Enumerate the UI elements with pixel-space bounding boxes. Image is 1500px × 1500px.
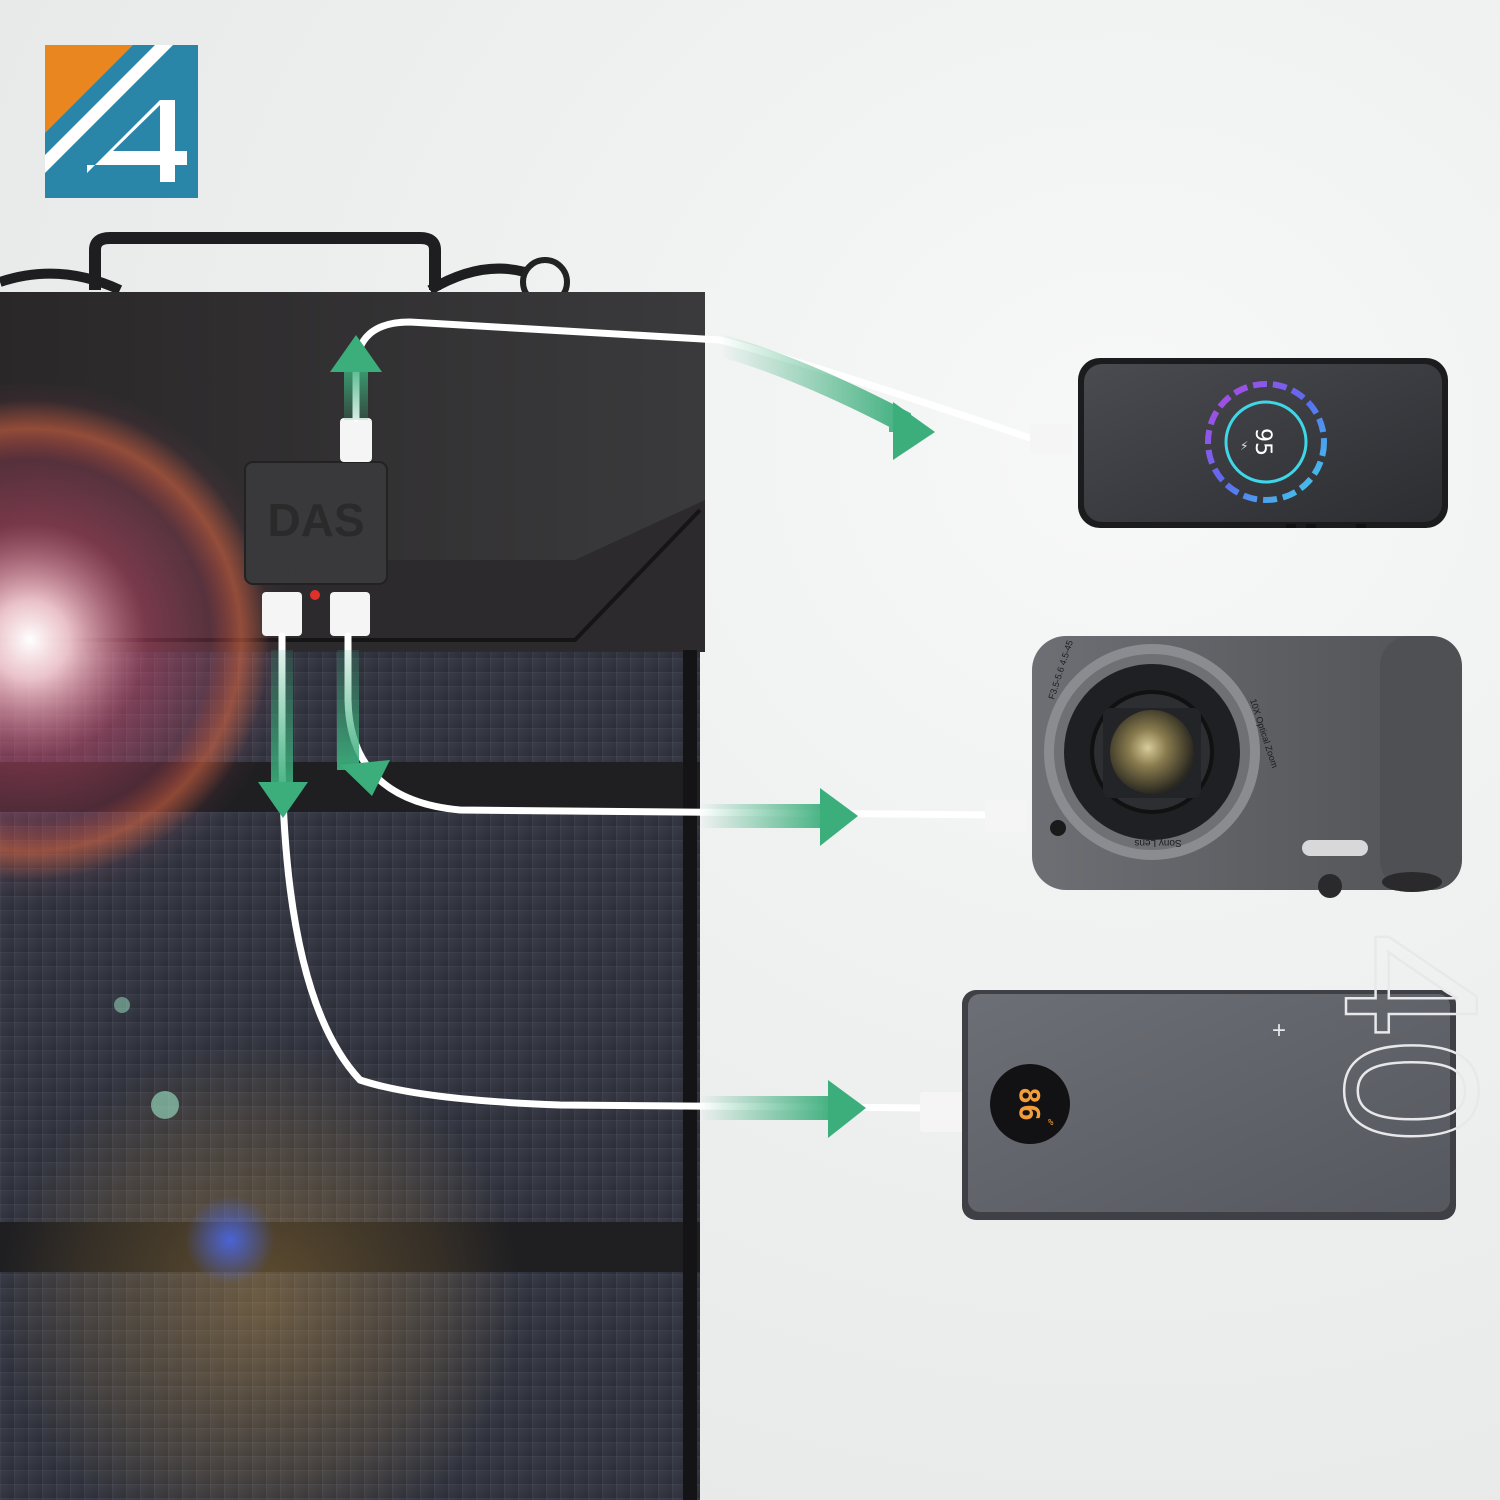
junction-box: DAS OUT1 OUT2 xyxy=(244,418,388,636)
power-bank: 86 % 40 + xyxy=(962,931,1500,1220)
powerbank-percent: 86 xyxy=(1013,1087,1046,1121)
battery-ring xyxy=(1205,381,1327,503)
phone-battery-percent: 95 xyxy=(1250,428,1275,456)
port-label-out2: OUT2 xyxy=(337,568,364,579)
usb-plug xyxy=(340,418,372,462)
usb-plug xyxy=(330,592,370,636)
camera-grip xyxy=(1380,636,1462,890)
camera-sensor-dot xyxy=(1050,820,1066,836)
powerbank-percent-unit: % xyxy=(1048,1118,1054,1128)
arrow-down-head xyxy=(340,760,390,796)
digital-camera: Sony Lens 10X Optical Zoom F3.5-5.6 4.5-… xyxy=(1032,636,1462,898)
panel-handle xyxy=(89,232,441,290)
usb-plug xyxy=(262,592,302,636)
capacity-label: 40 xyxy=(1305,932,1500,1143)
arrow-to-phone-head xyxy=(893,402,935,460)
camera-flash xyxy=(1302,840,1368,856)
powerbank-display xyxy=(990,1064,1070,1144)
arrow-up-head xyxy=(330,335,382,372)
brand-logo xyxy=(45,45,198,198)
capacity-suffix: + xyxy=(1272,1017,1286,1044)
usb-c-connector xyxy=(985,800,1027,832)
lens-brand-label: Sony Lens xyxy=(1134,837,1181,848)
smartphone: 95 ⚡ xyxy=(1078,358,1448,528)
usb-c-connector xyxy=(1030,424,1072,454)
hub-brand-label: DAS xyxy=(267,494,364,546)
flow-arrows xyxy=(258,334,935,1138)
indicator-led xyxy=(310,590,320,600)
arrow-to-camera-head xyxy=(820,788,858,846)
arrow-to-powerbank-head xyxy=(828,1080,866,1138)
port-label-out1: OUT1 xyxy=(270,568,297,579)
arrow-down-head xyxy=(258,782,308,818)
cable-to-powerbank xyxy=(278,632,934,1112)
usb-a-connector xyxy=(920,1092,966,1132)
charging-bolt-icon: ⚡ xyxy=(1240,439,1248,453)
lens-glass xyxy=(1110,710,1194,794)
